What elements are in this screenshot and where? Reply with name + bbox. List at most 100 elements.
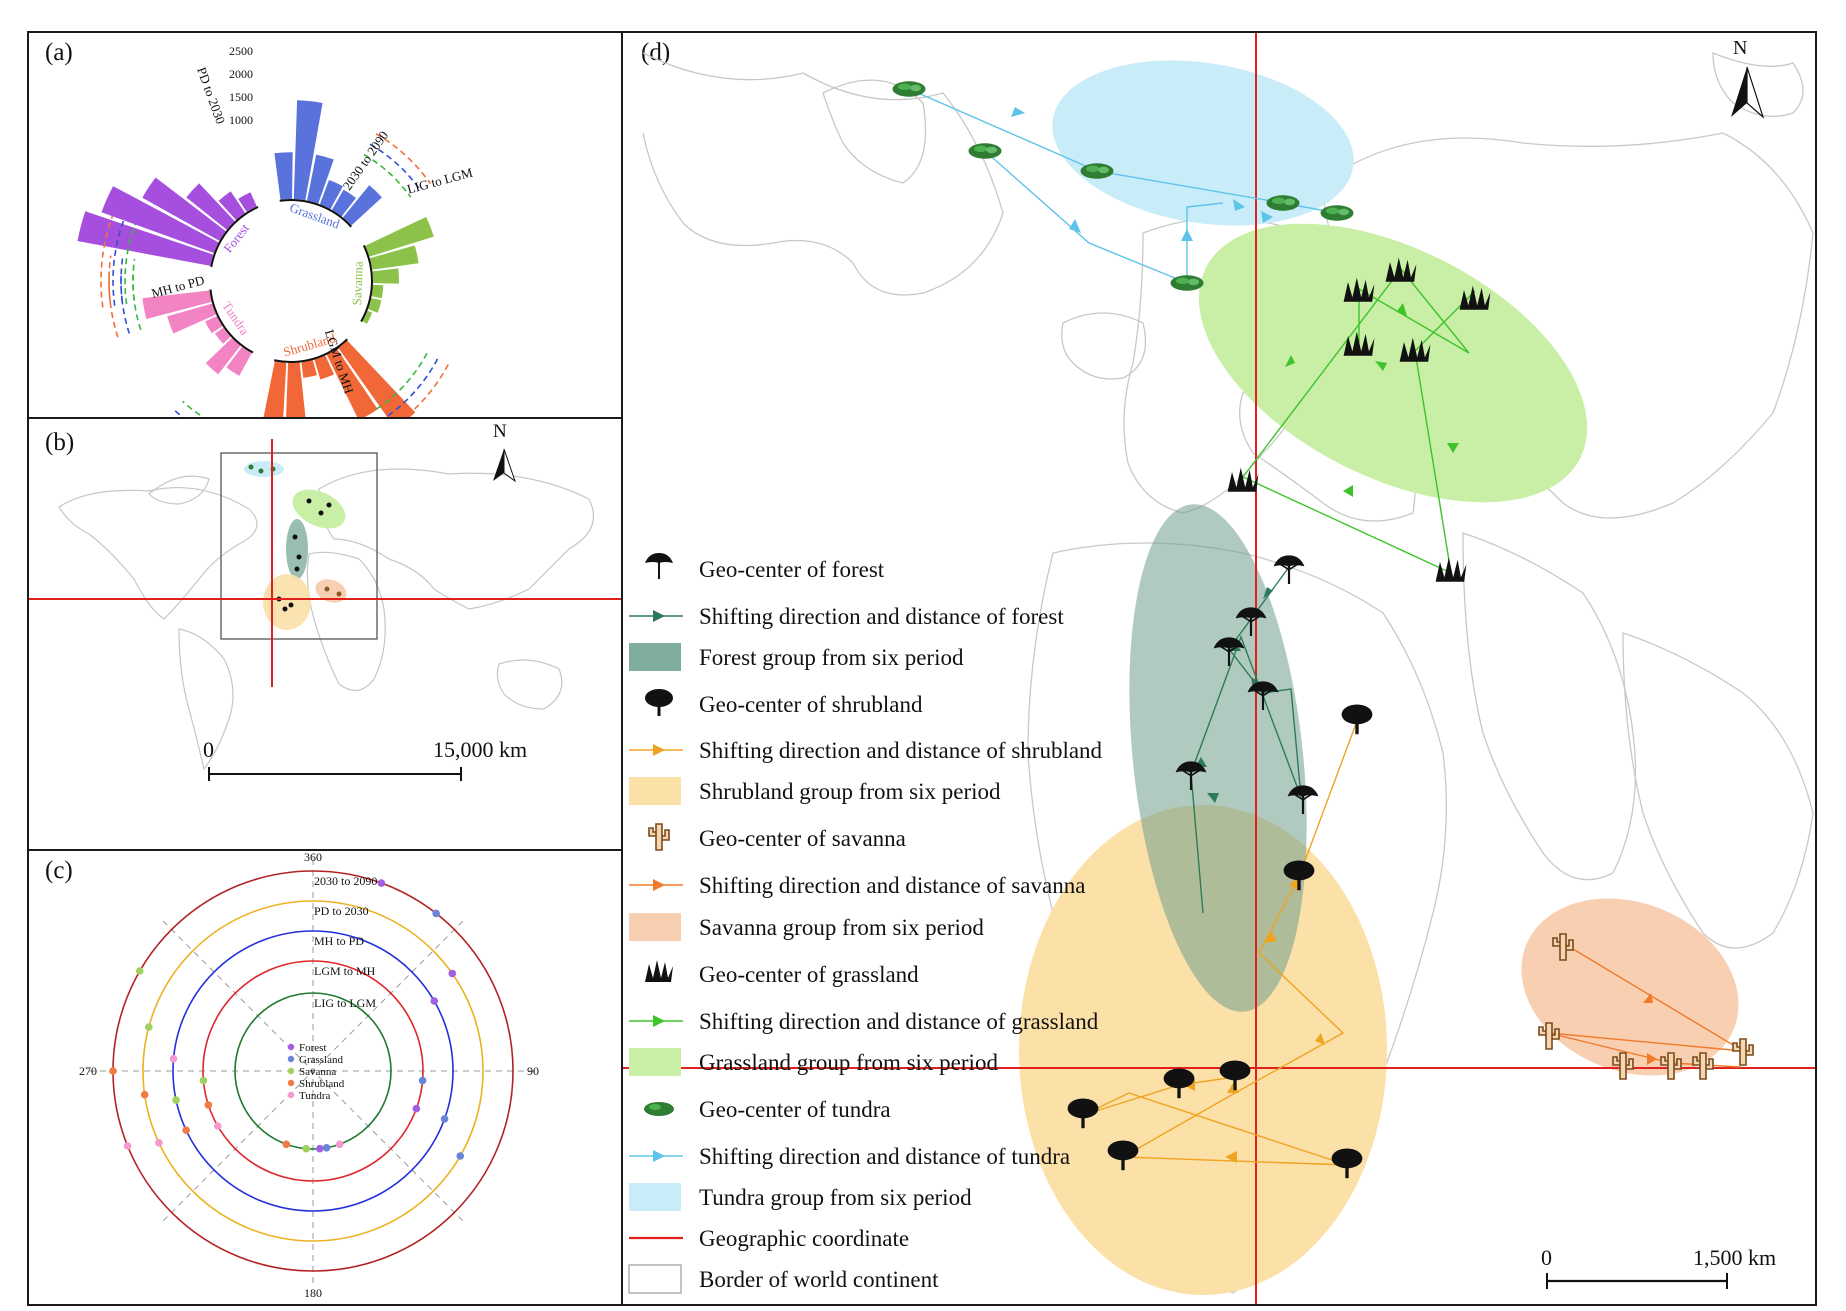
- grassland-trajectory: [1241, 267, 1476, 575]
- bar-grassland-5: [342, 185, 382, 226]
- forest-center-icon: [1213, 637, 1245, 666]
- angle-label: 180: [304, 1286, 322, 1300]
- legend-dot-forest: [287, 1043, 295, 1051]
- legend-dot-savanna: [287, 1067, 295, 1075]
- legend-icon-shrub-group: [629, 777, 681, 805]
- angle-label: 90: [527, 1064, 539, 1078]
- point-grassland: [440, 1115, 449, 1123]
- point-savanna: [199, 1076, 208, 1085]
- panel-c-label: (c): [45, 857, 73, 884]
- ring-2: [172, 930, 454, 1212]
- point-shrubland: [282, 1140, 291, 1149]
- period-arc: [375, 133, 431, 184]
- tundra-center-icon: [1080, 163, 1114, 179]
- point-tundra: [123, 1142, 132, 1150]
- polar-bar-chart: ForestGrasslandSavannaShrublandTundra250…: [77, 44, 475, 417]
- bar-savanna-2: [372, 268, 399, 284]
- legend-forest-center: Geo-center of forest: [699, 557, 885, 582]
- forest-center-icon: [1175, 761, 1207, 790]
- world-continent-borders: [58, 468, 595, 771]
- tundra-center-icon: [968, 143, 1002, 159]
- point-grassland: [432, 909, 440, 918]
- point-shrubland: [140, 1090, 149, 1099]
- point-savanna: [302, 1144, 311, 1153]
- tundra-center-icon: [1170, 275, 1204, 291]
- bar-forest-4: [218, 191, 246, 221]
- period-arc: [174, 409, 184, 417]
- point-savanna: [172, 1096, 180, 1104]
- ring-label-2: MH to PD: [314, 934, 364, 948]
- legend-savanna-group: Savanna group from six period: [699, 915, 984, 940]
- geo-center-markers: [892, 81, 1754, 1179]
- savanna-center-icon: [1732, 1038, 1754, 1066]
- legend-shrubland: Shrubland: [299, 1078, 345, 1090]
- axis-diag2: [162, 920, 464, 1222]
- bar-shrubland-1: [326, 348, 378, 417]
- period-arc: [384, 358, 439, 417]
- ring-4: [234, 992, 392, 1150]
- point-shrubland: [109, 1067, 117, 1075]
- bar-shrubland-5: [263, 361, 287, 417]
- legend-shrub-group: Shrubland group from six period: [699, 779, 1001, 804]
- point-forest: [377, 879, 386, 887]
- point-savanna: [144, 1023, 153, 1031]
- legend-savanna: Savanna: [299, 1066, 336, 1078]
- legend-dot-shrubland: [287, 1079, 295, 1087]
- ring-label-3: LGM to MH: [314, 964, 376, 978]
- bar-forest-5: [238, 192, 257, 213]
- ring-label-1: PD to 2030: [314, 904, 369, 918]
- ring-1: [142, 900, 484, 1242]
- ring-label-0: 2030 to 2090: [314, 874, 377, 888]
- north-arrow-b-icon: [493, 448, 516, 483]
- grass-center-icon: [1343, 277, 1375, 302]
- bar-grassland-0: [274, 152, 293, 200]
- legend-grass-group: Grassland group from six period: [699, 1050, 998, 1075]
- bar-savanna-5: [362, 310, 373, 324]
- legend-dot-tundra: [287, 1091, 295, 1099]
- period-arc: [100, 215, 114, 308]
- legend-shrub-center: Geo-center of shrubland: [699, 692, 923, 717]
- legend-icon-savanna-center: [648, 823, 670, 851]
- point-shrubland: [204, 1101, 213, 1109]
- legend-tundra-arrow: Shifting direction and distance of tundr…: [699, 1144, 1071, 1169]
- bar-shrubland-3: [301, 360, 317, 378]
- period-arc: [363, 153, 412, 198]
- point-forest: [412, 1104, 421, 1113]
- tundra-center-icon: [1266, 195, 1300, 211]
- legend-icon-grass-center: [645, 960, 673, 982]
- period-arc: [372, 352, 428, 413]
- bar-grassland-2: [307, 154, 334, 204]
- panel-d-label: (d): [641, 39, 671, 66]
- point-forest: [430, 997, 439, 1005]
- scale-start-b: 0: [203, 737, 214, 762]
- point-grassland: [456, 1152, 465, 1160]
- grass-center-icon: [1459, 285, 1491, 310]
- ring-3: [202, 960, 424, 1182]
- bar-tundra-0: [226, 346, 252, 376]
- point-forest: [315, 1144, 324, 1153]
- period-label: LIG to LGM: [405, 165, 474, 197]
- ring-label-4: LIG to LGM: [314, 996, 376, 1010]
- savanna-center-icon: [1552, 933, 1574, 961]
- legend-icon-savanna-group: [629, 913, 681, 941]
- bar-grassland-1: [293, 100, 323, 201]
- angle-label: 360: [304, 851, 322, 864]
- point-savanna: [135, 967, 144, 975]
- point-forest: [448, 969, 457, 978]
- shrub-center-icon: [1107, 1140, 1139, 1171]
- bar-shrubland-2: [314, 355, 335, 380]
- shrub-center-icon: [1067, 1098, 1099, 1129]
- radial-tick: 2500: [229, 44, 253, 58]
- bar-forest-0: [77, 211, 214, 266]
- forest-center-icon: [1247, 681, 1279, 710]
- period-arc: [369, 143, 422, 191]
- angle-label: 270: [79, 1064, 97, 1078]
- bar-grassland-3: [319, 179, 343, 210]
- legend-forest-group: Forest group from six period: [699, 645, 964, 670]
- scale-start-d: 0: [1541, 1245, 1552, 1270]
- bar-shrubland-0: [338, 340, 416, 417]
- bar-savanna-4: [368, 297, 382, 313]
- polar-scatter-chart: 2030 to 2090 PD to 2030 MH to PD LGM to MH L…: [79, 851, 539, 1300]
- legend-savanna-arrow: Shifting direction and distance of savan…: [699, 873, 1086, 898]
- shrub-center-icon: [1163, 1068, 1195, 1099]
